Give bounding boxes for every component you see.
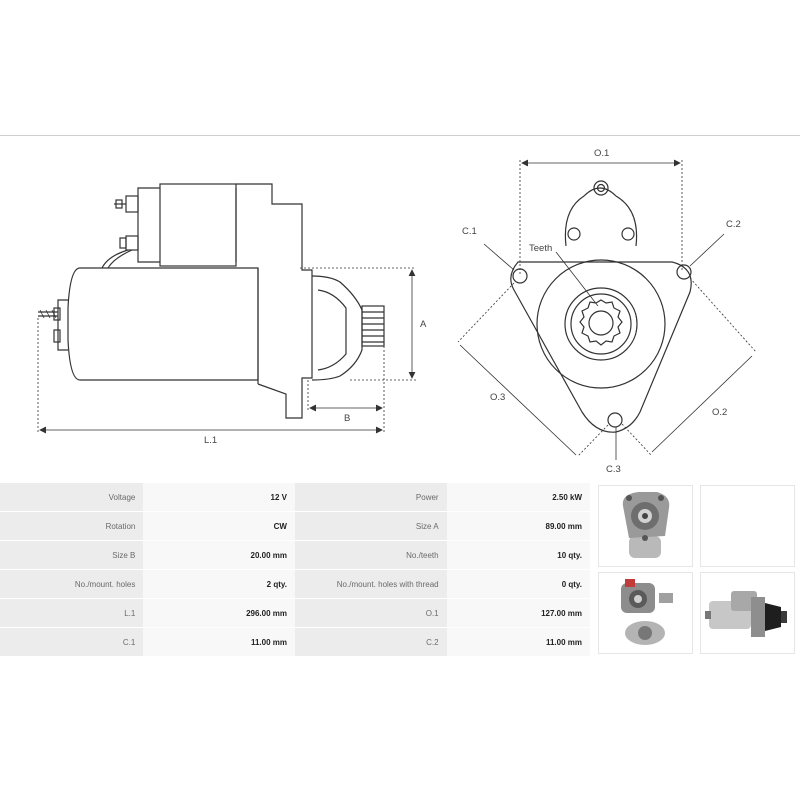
spec-key: O.1	[294, 598, 447, 628]
label-o2: O.2	[712, 407, 727, 418]
spec-value: 11.00 mm	[446, 627, 590, 657]
label-l1: L.1	[204, 435, 217, 446]
product-thumbnail[interactable]	[598, 572, 693, 654]
spec-value: 11.00 mm	[143, 627, 295, 657]
label-teeth: Teeth	[529, 243, 552, 254]
product-thumbnail[interactable]	[700, 572, 795, 654]
spec-key: Size A	[294, 511, 447, 541]
front-dimensions	[457, 159, 757, 460]
label-o3: O.3	[490, 392, 505, 403]
spec-value: 2 qty.	[143, 569, 295, 599]
pinion	[361, 305, 385, 347]
spec-value: 10 qty.	[446, 540, 590, 570]
motor-body	[67, 267, 259, 381]
starter-side-photo	[705, 591, 787, 637]
spec-key: No./teeth	[294, 540, 447, 570]
spec-value: 2.50 kW	[446, 483, 590, 512]
side-view	[38, 183, 385, 419]
table-row: No./mount. holes 2 qty. No./mount. holes…	[0, 569, 590, 599]
technical-drawing: A B L.1 O.1	[37, 148, 757, 475]
label-c3: C.3	[606, 464, 621, 475]
spec-key: Rotation	[0, 511, 144, 541]
table-row: C.1 11.00 mm C.2 11.00 mm	[0, 627, 590, 657]
end-cap	[57, 299, 68, 351]
spec-value: 20.00 mm	[143, 540, 295, 570]
spec-key: Power	[294, 483, 447, 512]
spec-value: CW	[143, 511, 295, 541]
body-circle	[536, 259, 666, 389]
product-gallery	[598, 485, 798, 655]
mount-flange	[236, 183, 313, 419]
product-thumbnail[interactable]	[598, 485, 693, 567]
label-o1: O.1	[594, 148, 609, 159]
label-c1: C.1	[462, 226, 477, 237]
spec-value: 296.00 mm	[143, 598, 295, 628]
label-c2: C.2	[726, 219, 741, 230]
spec-key: Voltage	[0, 483, 144, 512]
table-row: Voltage 12 V Power 2.50 kW	[0, 483, 590, 512]
spec-key: C.2	[294, 627, 447, 657]
label-a: A	[420, 319, 427, 330]
starter-top-photo	[621, 579, 673, 645]
label-b: B	[344, 413, 350, 424]
top-divider	[0, 135, 800, 136]
side-dimensions	[37, 267, 416, 434]
spec-value: 0 qty.	[446, 569, 590, 599]
upper-lug	[564, 187, 638, 247]
spec-key: L.1	[0, 598, 144, 628]
solenoid	[159, 183, 237, 267]
spec-table: Voltage 12 V Power 2.50 kW Rotation CW S…	[0, 483, 590, 657]
table-row: L.1 296.00 mm O.1 127.00 mm	[0, 598, 590, 628]
starter-front-photo	[622, 492, 670, 558]
pinion-gear	[579, 299, 623, 346]
spec-value: 12 V	[143, 483, 295, 512]
spec-value: 127.00 mm	[446, 598, 590, 628]
nose-housing	[311, 275, 363, 381]
table-row: Rotation CW Size A 89.00 mm	[0, 511, 590, 541]
product-thumbnail[interactable]	[700, 485, 795, 567]
spec-key: C.1	[0, 627, 144, 657]
spec-key: No./mount. holes	[0, 569, 144, 599]
spec-key: No./mount. holes with thread	[294, 569, 447, 599]
spec-key: Size B	[0, 540, 144, 570]
front-view	[510, 180, 692, 433]
spec-value: 89.00 mm	[446, 511, 590, 541]
table-row: Size B 20.00 mm No./teeth 10 qty.	[0, 540, 590, 570]
